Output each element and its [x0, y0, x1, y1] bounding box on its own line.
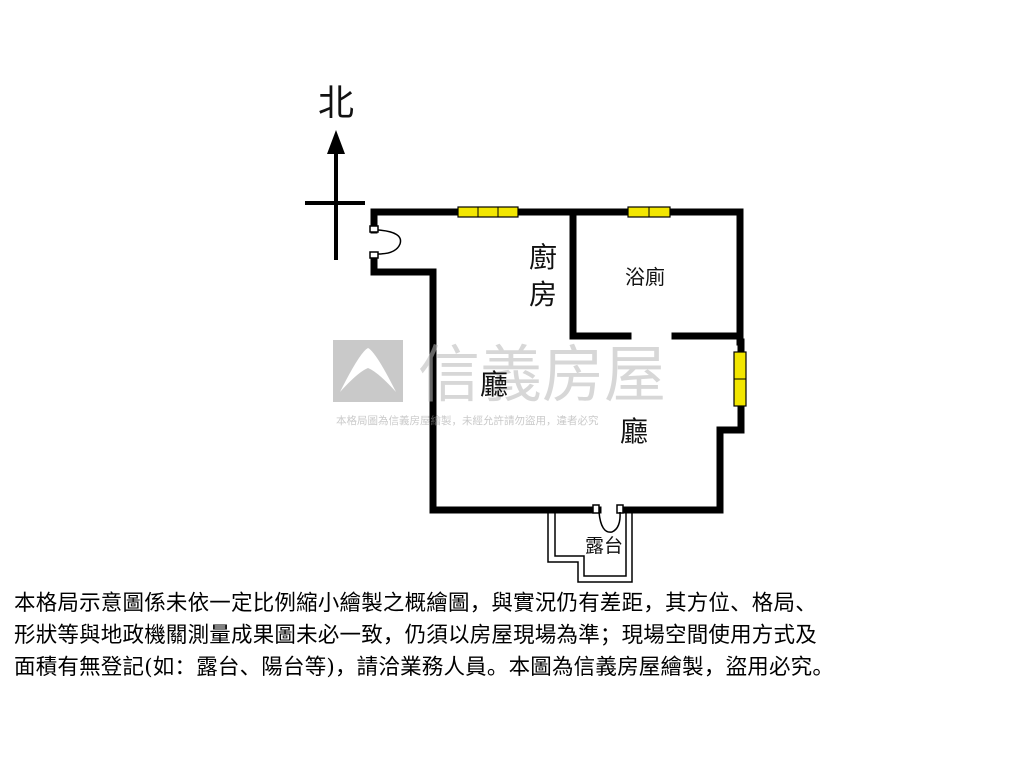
room-label-balcony: 露台: [585, 535, 623, 557]
balcony-door-jamb-right: [616, 504, 624, 514]
balcony-door-jamb-left: [592, 504, 600, 514]
room-label-living-right: 廳: [620, 415, 648, 448]
watermark-caption: 本格局圖為信義房屋繪製，未經允許請勿盜用，違者必究: [336, 414, 599, 427]
room-label-bathroom: 浴廁: [625, 265, 665, 289]
balcony-inner: [554, 512, 627, 577]
wall-entry-stub: [370, 251, 602, 514]
door-swing-arc: [377, 229, 402, 255]
balcony: [547, 504, 633, 583]
brand-logo-mark: [340, 348, 396, 392]
disclaimer-line-3: 面積有無登記(如：露台、陽台等)，請洽業務人員。本圖為信義房屋繪製，盜用必究。: [14, 655, 835, 680]
disclaimer: 本格局示意圖係未依一定比例縮小繪製之概繪圖，與實況仍有差距，其方位、格局、 形狀…: [14, 588, 1014, 684]
wall-top: [370, 208, 744, 346]
entry-door: [369, 225, 402, 259]
door-jamb-bottom: [369, 251, 379, 259]
window-top-left: [457, 206, 519, 218]
balcony-door-arc: [598, 511, 621, 533]
room-label-living-left: 廳: [480, 368, 508, 401]
disclaimer-line-2: 形狀等與地政機關測量成果圖未必一致，仍須以房屋現場為準；現場空間使用方式及: [14, 623, 817, 648]
north-arrow-icon: [327, 130, 345, 154]
wall-bathroom: [569, 208, 632, 340]
north-label: 北: [318, 83, 354, 124]
balcony-outer: [547, 512, 633, 583]
door-jamb-top: [369, 225, 379, 233]
compass: 北: [305, 83, 365, 260]
watermark: 信義房屋 本格局圖為信義房屋繪製，未經允許請勿盜用，違者必究: [333, 338, 666, 427]
windows: [457, 206, 747, 407]
room-label-kitchen-1: 廚: [529, 241, 557, 274]
room-label-kitchen-2: 房: [529, 278, 557, 311]
watermark-brand: 信義房屋: [418, 338, 666, 411]
disclaimer-line-1: 本格局示意圖係未依一定比例縮小繪製之概繪圖，與實況仍有差距，其方位、格局、: [14, 591, 817, 616]
